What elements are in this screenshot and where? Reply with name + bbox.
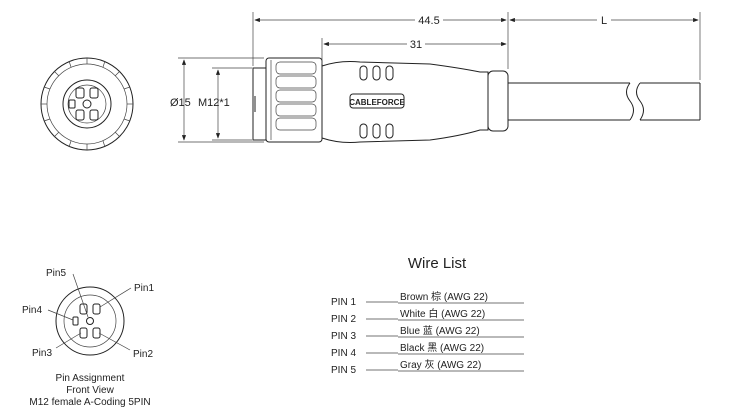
connector-front-face xyxy=(40,57,134,151)
wire-row-pin: PIN 3 xyxy=(331,331,356,342)
pin-assignment-diagram xyxy=(47,273,132,356)
wire-row-desc: White 白 (AWG 22) xyxy=(400,307,485,320)
dim-body-length: 31 xyxy=(410,39,422,51)
wire-row-pin: PIN 4 xyxy=(331,348,356,359)
connector-side-view xyxy=(252,57,701,143)
pin4-label: Pin4 xyxy=(22,305,42,316)
pin-caption-line2: Front View xyxy=(66,385,114,396)
pin3-label: Pin3 xyxy=(32,348,52,359)
wire-row-pin: PIN 2 xyxy=(331,314,356,325)
pin1-label: Pin1 xyxy=(134,283,154,294)
brand-label: CABLEFORCE xyxy=(349,98,405,107)
wire-row-desc: Brown 棕 (AWG 22) xyxy=(400,290,488,303)
pin2-label: Pin2 xyxy=(133,349,153,360)
wire-list-title: Wire List xyxy=(408,255,467,272)
dim-diameter: Ø15 xyxy=(170,97,191,109)
wire-list: PIN 1 Brown 棕 (AWG 22) PIN 2 White 白 (AW… xyxy=(331,290,524,376)
dim-thread: M12*1 xyxy=(198,97,230,109)
dimension-lines xyxy=(178,12,701,143)
pin-caption-line1: Pin Assignment xyxy=(56,373,125,384)
pin-caption-line3: M12 female A-Coding 5PIN xyxy=(29,397,150,408)
wire-row-desc: Gray 灰 (AWG 22) xyxy=(400,358,481,371)
dim-cable-length: L xyxy=(601,15,607,27)
wire-row-pin: PIN 5 xyxy=(331,365,356,376)
wire-row-pin: PIN 1 xyxy=(331,297,356,308)
wire-row-desc: Black 黑 (AWG 22) xyxy=(400,342,484,354)
dim-total-length: 44.5 xyxy=(418,15,439,27)
pin5-label: Pin5 xyxy=(46,268,66,279)
wire-row-desc: Blue 蓝 (AWG 22) xyxy=(400,325,480,337)
